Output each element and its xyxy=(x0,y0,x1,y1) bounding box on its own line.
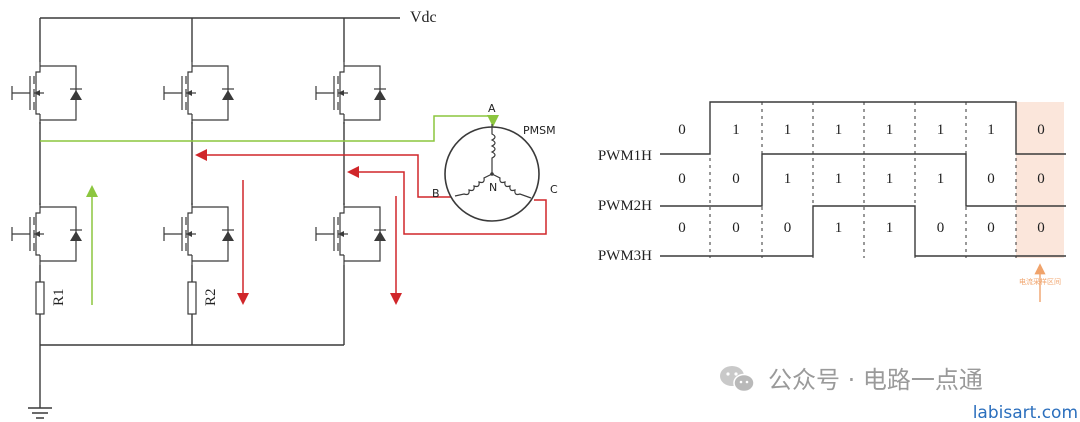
bit-value: 1 xyxy=(937,122,945,138)
phase-a-label: A xyxy=(488,102,496,115)
r2-label: R2 xyxy=(203,288,219,306)
switch-low-2-icon xyxy=(163,202,235,266)
bit-value: 1 xyxy=(835,171,843,187)
resistor-r1-icon xyxy=(35,281,45,315)
inverter-bridge: Vdc R1 R2 xyxy=(11,9,437,419)
red-path-b xyxy=(195,149,452,198)
switch-high-2-icon xyxy=(163,61,235,125)
sampling-window-highlight xyxy=(1016,102,1064,258)
pwm-label-pwm1h: PWM1H xyxy=(598,148,652,164)
bit-value: 0 xyxy=(678,220,686,236)
pwm-label-pwm3h: PWM3H xyxy=(598,248,652,264)
pwm-timing-diagram: 0 1 1 1 1 1 1 0 0 0 1 1 1 1 0 0 0 0 0 1 1 0 0 0 PWM1H PWM2H PWM3H… xyxy=(598,101,1066,302)
current-paths xyxy=(40,115,547,305)
ground-icon xyxy=(28,400,52,419)
bit-value: 1 xyxy=(835,122,843,138)
phase-b-label: B xyxy=(432,187,440,200)
bit-value: 0 xyxy=(732,220,740,236)
green-current-path xyxy=(40,115,499,142)
switch-low-3-icon xyxy=(315,202,387,266)
waveform-pwm2h xyxy=(660,153,1066,207)
bit-value: 0 xyxy=(1037,171,1045,187)
bit-value: 1 xyxy=(886,220,894,236)
phase-c-label: C xyxy=(550,183,558,196)
bit-value: 1 xyxy=(886,122,894,138)
bit-value: 1 xyxy=(987,122,995,138)
bit-value: 0 xyxy=(784,220,792,236)
red-path-c xyxy=(347,166,547,235)
pwm-signal-labels: PWM1H PWM2H PWM3H xyxy=(598,148,652,264)
bit-value: 0 xyxy=(732,171,740,187)
pmsm-motor: PMSM A B C N xyxy=(432,102,558,222)
sampling-note: 电流采样区间 xyxy=(1019,277,1061,286)
vdc-label: Vdc xyxy=(410,9,437,26)
neutral-label: N xyxy=(489,181,497,194)
slot-dividers xyxy=(709,102,1017,258)
bit-value: 0 xyxy=(1037,220,1045,236)
bit-value: 1 xyxy=(784,171,792,187)
resistor-r2-icon xyxy=(187,281,197,315)
bit-value: 1 xyxy=(835,220,843,236)
watermark: 公众号 · 电路一点通 labisart.com xyxy=(720,366,1078,422)
motor-label: PMSM xyxy=(523,124,556,137)
pwm-waveforms xyxy=(660,101,1066,257)
bit-value: 0 xyxy=(937,220,945,236)
bit-value: 1 xyxy=(937,171,945,187)
bit-value: 1 xyxy=(886,171,894,187)
bit-value: 1 xyxy=(732,122,740,138)
switch-low-1-icon xyxy=(11,202,83,266)
pwm-label-pwm2h: PWM2H xyxy=(598,198,652,214)
waveform-pwm1h xyxy=(660,101,1066,155)
bit-value: 0 xyxy=(1037,122,1045,138)
bit-value: 1 xyxy=(784,122,792,138)
bit-value: 0 xyxy=(987,220,995,236)
waveform-pwm3h xyxy=(660,205,1066,257)
r1-label: R1 xyxy=(51,288,67,306)
watermark-brand: 公众号 · 电路一点通 xyxy=(768,366,983,394)
bit-value: 0 xyxy=(678,122,686,138)
switch-high-3-icon xyxy=(315,61,387,125)
switch-high-1-icon xyxy=(11,61,83,125)
pwm-bit-values: 0 1 1 1 1 1 1 0 0 0 1 1 1 1 0 0 0 0 0 1 1 0 0 0 xyxy=(678,122,1045,236)
bit-value: 0 xyxy=(987,171,995,187)
watermark-site: labisart.com xyxy=(973,403,1078,422)
wechat-icon xyxy=(720,366,755,393)
bit-value: 0 xyxy=(678,171,686,187)
